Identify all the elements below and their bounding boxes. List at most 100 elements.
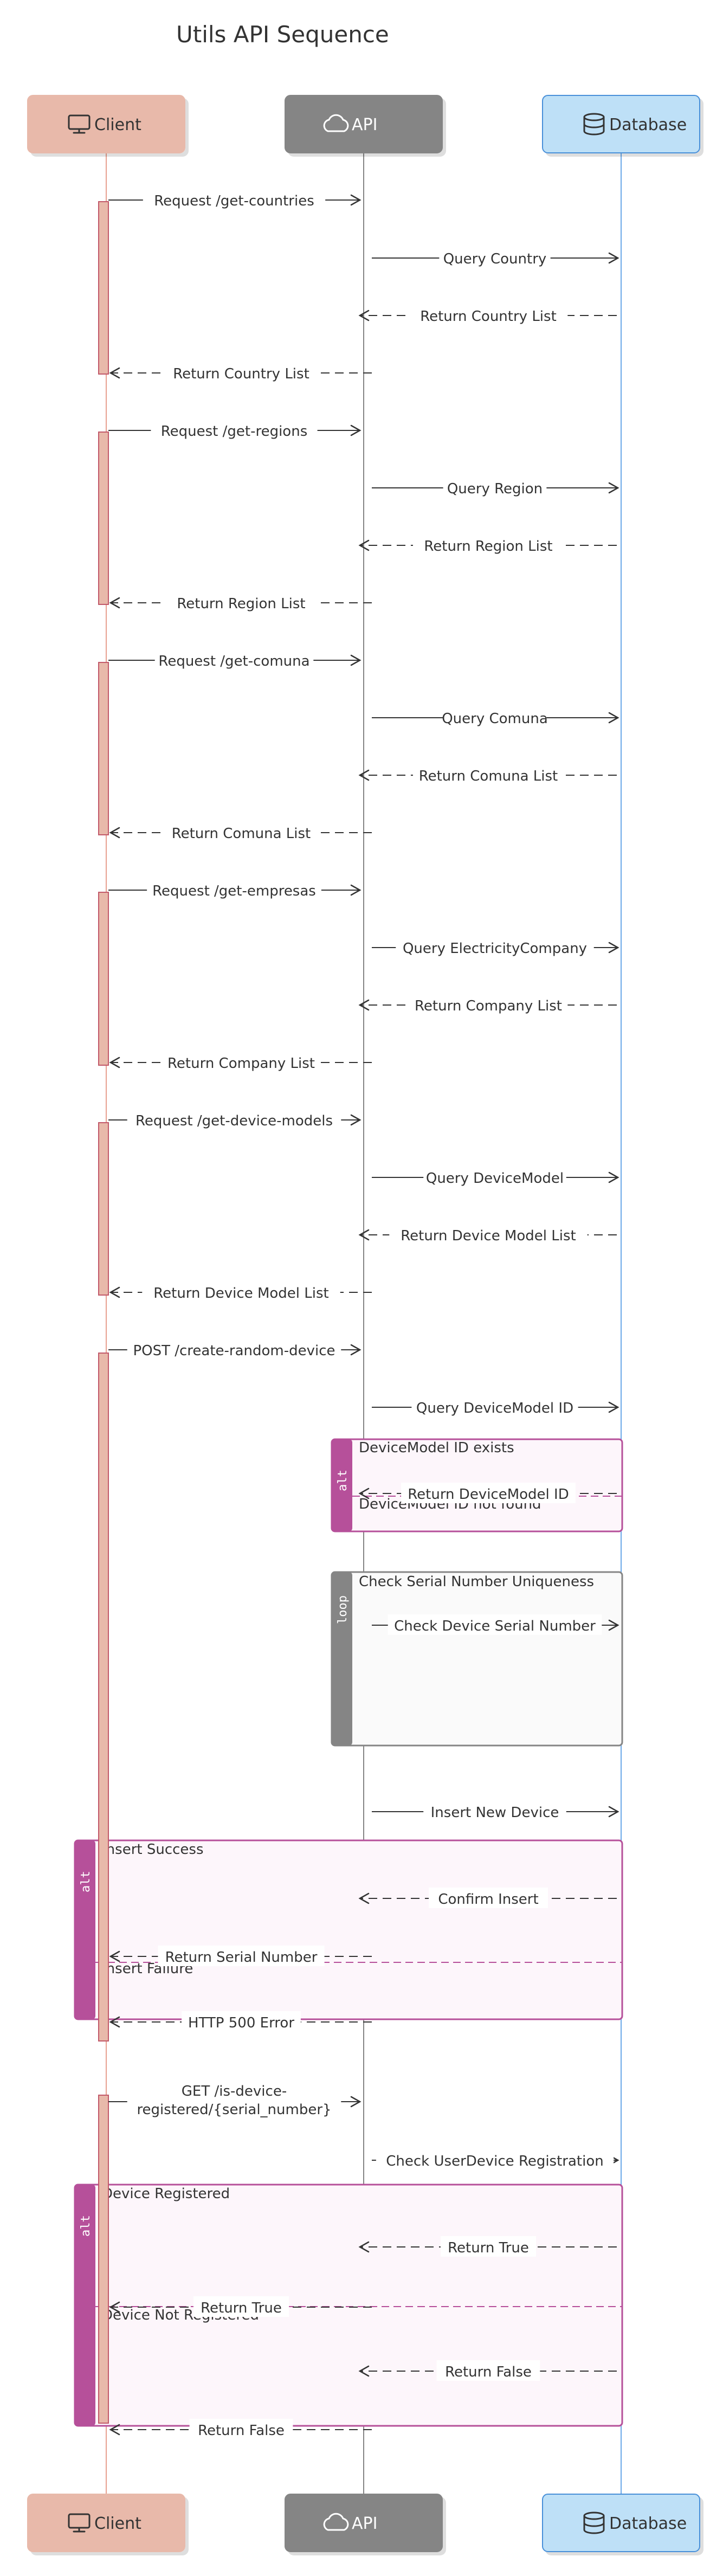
message-label: Return Device Model List: [401, 1228, 576, 1244]
message-arrow: Return Country List: [109, 362, 372, 383]
message-label: Request /get-comuna: [158, 653, 309, 669]
message-arrow: Return Company List: [358, 994, 617, 1015]
message-arrow: Confirm Insert: [358, 1888, 617, 1908]
message-label: Request /get-device-models: [135, 1113, 333, 1129]
participant-client-top: Client: [27, 95, 185, 153]
message-arrow: Return Comuna List: [109, 822, 372, 842]
monitor-icon: [68, 2513, 91, 2533]
message-arrow: Query DeviceModel: [372, 1167, 619, 1187]
message-arrow: Request /get-device-models: [108, 1109, 362, 1130]
message-arrow: Return False: [109, 2419, 372, 2439]
cloud-icon: [323, 2513, 349, 2531]
message-label: Return Comuna List: [172, 826, 311, 842]
message-arrow: Return Comuna List: [358, 764, 617, 785]
fragment-section-label: Check Serial Number Uniqueness: [359, 1574, 594, 1590]
alt-fragment-bar: [332, 1439, 352, 1531]
message-label: Return Region List: [424, 538, 552, 555]
message-label: registered/{serial_number}: [137, 2102, 331, 2118]
participant-label: Client: [94, 115, 141, 134]
message-arrow: Query ElectricityCompany: [372, 937, 619, 957]
loop-fragment: loop Check Serial Number Uniqueness: [331, 1571, 623, 1747]
activation-bar: [98, 432, 109, 605]
activation-bar: [98, 1353, 109, 2042]
participant-label: Database: [609, 115, 687, 134]
message-label: POST /create-random-device: [133, 1343, 335, 1359]
message-arrow: Return False: [358, 2360, 617, 2381]
message-arrow: Check UserDevice Registration: [372, 2149, 619, 2170]
message-arrow: Request /get-empresas: [108, 879, 362, 900]
message-label: Return False: [198, 2423, 285, 2439]
database-icon: [583, 113, 605, 136]
message-label: Return Serial Number: [165, 1949, 318, 1966]
message-arrow: Insert New Device: [372, 1801, 619, 1821]
message-label: Request /get-empresas: [152, 883, 316, 899]
message-label: Query DeviceModel ID: [416, 1400, 573, 1416]
message-arrow: Request /get-comuna: [108, 649, 362, 670]
message-arrow: Query Region: [372, 477, 619, 498]
message-arrow: Return DeviceModel ID: [358, 1483, 617, 1503]
message-label: Return True: [201, 2300, 282, 2316]
activation-bar: [98, 201, 109, 375]
message-arrow: Return Device Model List: [109, 1281, 372, 1302]
alt-fragment-label: alt: [79, 2215, 93, 2237]
participant-api-top: API: [285, 95, 443, 153]
message-label: Query ElectricityCompany: [403, 941, 587, 957]
message-label: Query Comuna: [442, 711, 548, 727]
participant-label: Database: [609, 2514, 687, 2533]
activation-bar: [98, 662, 109, 835]
message-label: Insert New Device: [431, 1805, 559, 1821]
fragment-section-label: Device Registered: [102, 2186, 230, 2202]
message-arrow: HTTP 500 Error: [109, 2011, 372, 2032]
message-arrow: Query DeviceModel ID: [372, 1396, 619, 1417]
message-label: Query Region: [447, 481, 543, 497]
message-arrow: Return Region List: [109, 592, 372, 613]
database-icon: [583, 2511, 605, 2534]
diagram-title: Utils API Sequence: [176, 21, 389, 48]
message-arrow: Query Comuna: [372, 707, 619, 727]
message-label: Query DeviceModel: [426, 1170, 564, 1187]
participant-database-top: Database: [542, 95, 700, 153]
message-arrow: GET /is-device-registered/{serial_number…: [108, 2079, 362, 2118]
message-arrow: Request /get-regions: [108, 420, 362, 440]
message-label: Return Country List: [173, 366, 309, 382]
participant-client-bottom: Client: [27, 2494, 185, 2552]
fragment-section-label: Insert Success: [102, 1841, 204, 1858]
message-arrow: Return Region List: [358, 534, 617, 555]
activation-bar: [98, 1122, 109, 1296]
loop-fragment-label: loop: [336, 1595, 350, 1624]
message-label: Check UserDevice Registration: [386, 2153, 603, 2169]
message-label: Return Country List: [420, 308, 557, 325]
alt-fragment-label: alt: [336, 1470, 350, 1491]
activation-bar: [98, 2095, 109, 2424]
message-arrow: POST /create-random-device: [108, 1339, 362, 1360]
message-label: Return True: [448, 2240, 529, 2256]
message-label: Check Device Serial Number: [394, 1618, 596, 1634]
alt-fragment-bar: [75, 1840, 95, 2019]
message-label: HTTP 500 Error: [188, 2015, 294, 2031]
participant-api-bottom: API: [285, 2494, 443, 2552]
message-label: Return Company List: [415, 998, 562, 1014]
message-label: Return Device Model List: [153, 1285, 329, 1302]
cloud-icon: [323, 114, 349, 132]
message-arrow: Check Device Serial Number: [372, 1614, 619, 1635]
message-label: Return Region List: [177, 596, 305, 612]
message-label: Request /get-regions: [161, 423, 308, 440]
message-label: Return Company List: [167, 1055, 315, 1072]
message-arrow: Return Company List: [109, 1052, 372, 1072]
alt-fragment-label: alt: [79, 1871, 93, 1892]
message-arrow: Return Country List: [358, 305, 617, 325]
message-label: Confirm Insert: [438, 1891, 538, 1908]
message-label: Return DeviceModel ID: [408, 1486, 569, 1503]
message-arrow: Request /get-countries: [108, 189, 362, 210]
fragment-section-label: DeviceModel ID exists: [359, 1440, 514, 1456]
participant-database-bottom: Database: [542, 2494, 700, 2552]
message-arrow: Return True: [109, 2296, 372, 2317]
message-arrow: Query Country: [372, 247, 619, 268]
message-label: Request /get-countries: [154, 193, 314, 209]
activation-bar: [98, 892, 109, 1066]
participant-label: API: [352, 115, 377, 134]
message-label: Return False: [445, 2364, 532, 2380]
message-arrow: Return True: [358, 2236, 617, 2257]
